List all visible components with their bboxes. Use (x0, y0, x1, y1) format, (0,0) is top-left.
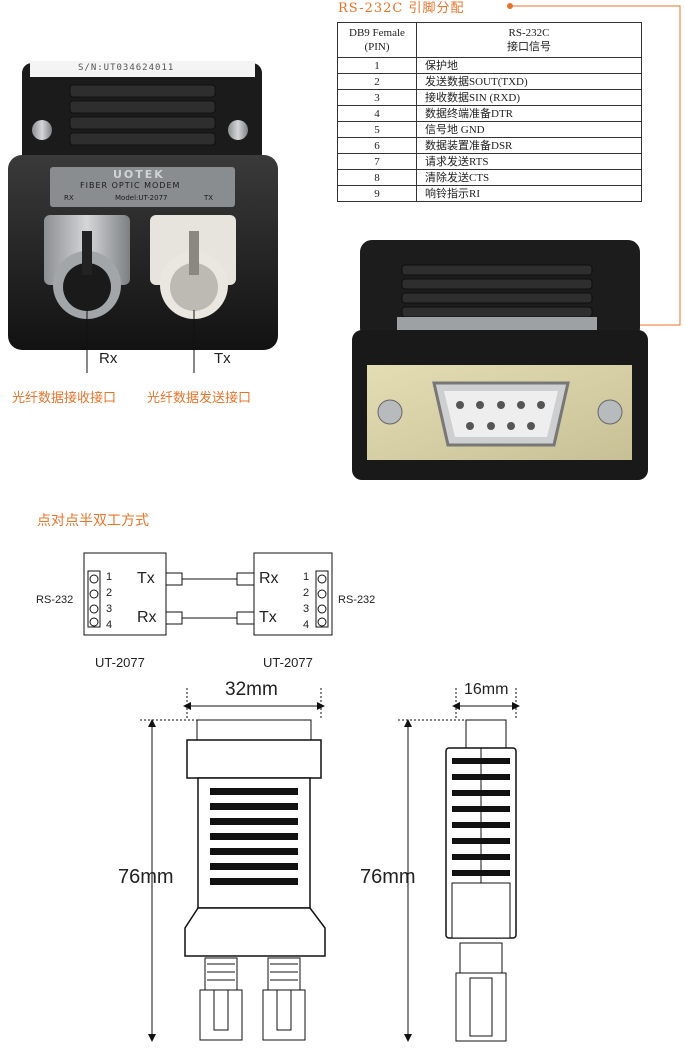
front-width-label: 32mm (225, 679, 278, 700)
right-model-label: UT-2077 (263, 655, 313, 670)
left-tx-label: Tx (137, 570, 155, 587)
table-title: RS-232C 引脚分配 (338, 1, 465, 16)
model-small-label: Model:UT-2077 (115, 194, 168, 202)
right-pin-3: 3 (303, 603, 310, 615)
left-rs232-label: RS-232 (36, 594, 74, 606)
tx-caption: 光纤数据发送接口 (147, 391, 252, 406)
right-tx-label: Tx (259, 609, 277, 626)
serial-number-label: S/N:UT034624011 (78, 63, 175, 73)
diagram-title: 点对点半双工方式 (37, 513, 149, 529)
right-pin-2: 2 (303, 587, 310, 599)
rx-caption: 光纤数据接收接口 (12, 391, 117, 406)
table-header-row: DB9 Female (PIN) RS-232C 接口信号 (337, 22, 642, 58)
left-pin-4: 4 (106, 619, 113, 631)
left-pin-3: 3 (106, 603, 113, 615)
front-height-label: 76mm (118, 866, 174, 888)
side-height-label: 76mm (360, 866, 416, 888)
rx-small-label: RX (64, 194, 74, 202)
side-width-label: 16mm (464, 681, 509, 698)
device-front-photo (8, 61, 278, 373)
dimension-drawings (140, 688, 520, 1042)
rx-label: Rx (99, 350, 118, 367)
left-rx-label: Rx (137, 609, 157, 626)
left-model-label: UT-2077 (95, 655, 145, 670)
tx-small-label: TX (204, 194, 214, 202)
right-rx-label: Rx (259, 570, 279, 587)
tx-label: Tx (214, 350, 231, 367)
brand-logo: UOTEK (113, 168, 165, 181)
left-pin-2: 2 (106, 587, 113, 599)
device-db9-photo (352, 240, 648, 480)
right-pin-4: 4 (303, 619, 310, 631)
left-pin-1: 1 (106, 571, 113, 583)
device-name-label: FIBER OPTIC MODEM (80, 181, 181, 190)
table-header-signal: RS-232C 接口信号 (416, 22, 642, 58)
wiring-diagram (83, 552, 333, 636)
right-pin-1: 1 (303, 571, 310, 583)
table-header-pin: DB9 Female (PIN) (337, 22, 417, 58)
right-rs232-label: RS-232 (338, 594, 376, 606)
